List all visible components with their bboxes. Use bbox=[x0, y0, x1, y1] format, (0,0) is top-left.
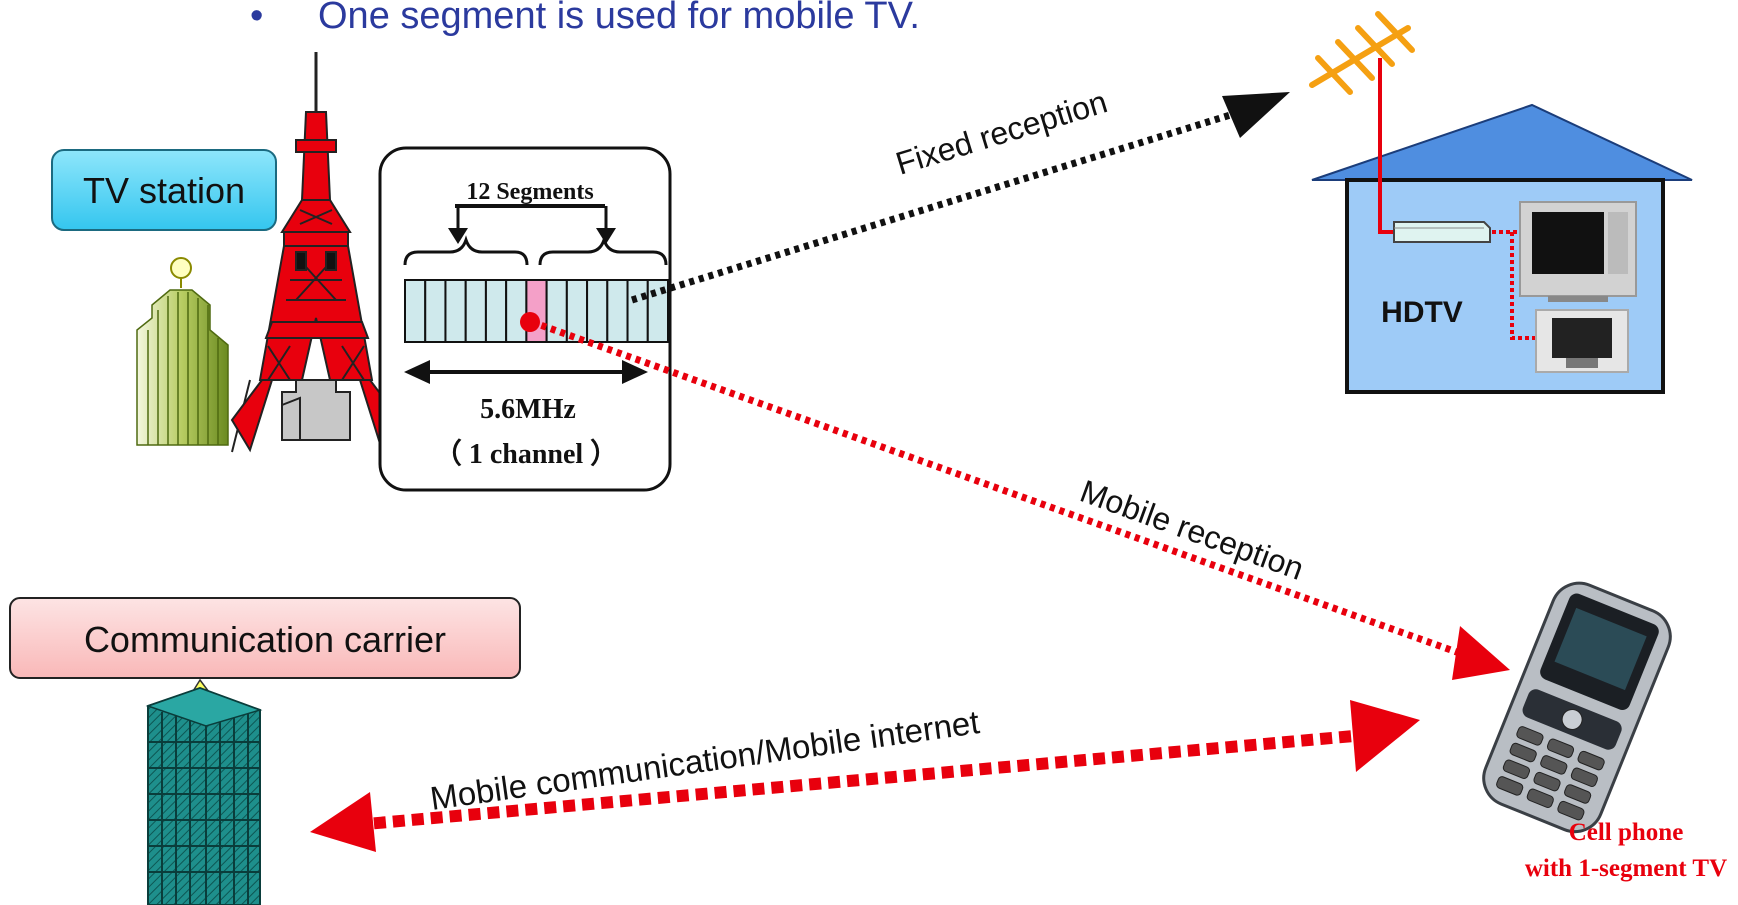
segment bbox=[484, 279, 508, 343]
segment bbox=[626, 279, 649, 343]
bullet-text: One segment is used for mobile TV. bbox=[318, 0, 920, 37]
cell-phone-label-line2: with 1-segment TV bbox=[1525, 855, 1727, 882]
segment-strip bbox=[404, 279, 669, 343]
mobile-communication-label: Mobile communication/Mobile internet bbox=[428, 703, 982, 817]
segment bbox=[586, 279, 609, 343]
segment bbox=[565, 279, 589, 343]
fixed-reception-arrow: Fixed reception bbox=[630, 83, 1290, 304]
carrier-building-icon bbox=[145, 678, 263, 905]
segment bbox=[404, 279, 427, 343]
segment bbox=[505, 279, 528, 343]
mobile-communication-arrow: Mobile communication/Mobile internet bbox=[310, 700, 1420, 852]
channel-label: （ 1 channel ） bbox=[434, 437, 618, 470]
segment-box: 12 Segments 5.6MHz （ 1 channel ） bbox=[378, 146, 672, 492]
communication-carrier-label: Communication carrier bbox=[84, 619, 446, 660]
cell-phone-icon bbox=[1482, 581, 1672, 834]
cell-phone-label-line1: Cell phone bbox=[1569, 819, 1684, 846]
tv-station-label-box: TV station bbox=[51, 149, 277, 231]
hdtv-label: HDTV bbox=[1381, 296, 1463, 329]
segment bbox=[464, 279, 487, 343]
tv-tower-icon bbox=[230, 52, 402, 453]
small-tv-icon bbox=[1535, 309, 1629, 373]
bandwidth-label: 5.6MHz bbox=[480, 394, 576, 425]
carrier-label-box: Communication carrier bbox=[9, 597, 521, 679]
bullet-heading: • One segment is used for mobile TV. bbox=[250, 0, 920, 37]
segment bbox=[444, 279, 467, 343]
segment-one-seg bbox=[525, 279, 548, 343]
office-building-icon bbox=[136, 257, 229, 446]
set-top-box-icon bbox=[1393, 221, 1491, 243]
segment bbox=[606, 279, 629, 343]
antenna-icon bbox=[1309, 11, 1415, 95]
one-segment-marker bbox=[520, 312, 540, 332]
fixed-reception-label: Fixed reception bbox=[892, 83, 1112, 181]
cell-phone-caption: Cell phone with 1-segment TV bbox=[1525, 819, 1727, 882]
tv-station-label: TV station bbox=[83, 170, 245, 211]
segments-label: 12 Segments bbox=[466, 179, 593, 205]
bullet-marker: • bbox=[250, 0, 263, 37]
large-tv-icon bbox=[1519, 201, 1637, 302]
antenna-cable bbox=[1378, 58, 1538, 340]
segment bbox=[424, 279, 447, 343]
